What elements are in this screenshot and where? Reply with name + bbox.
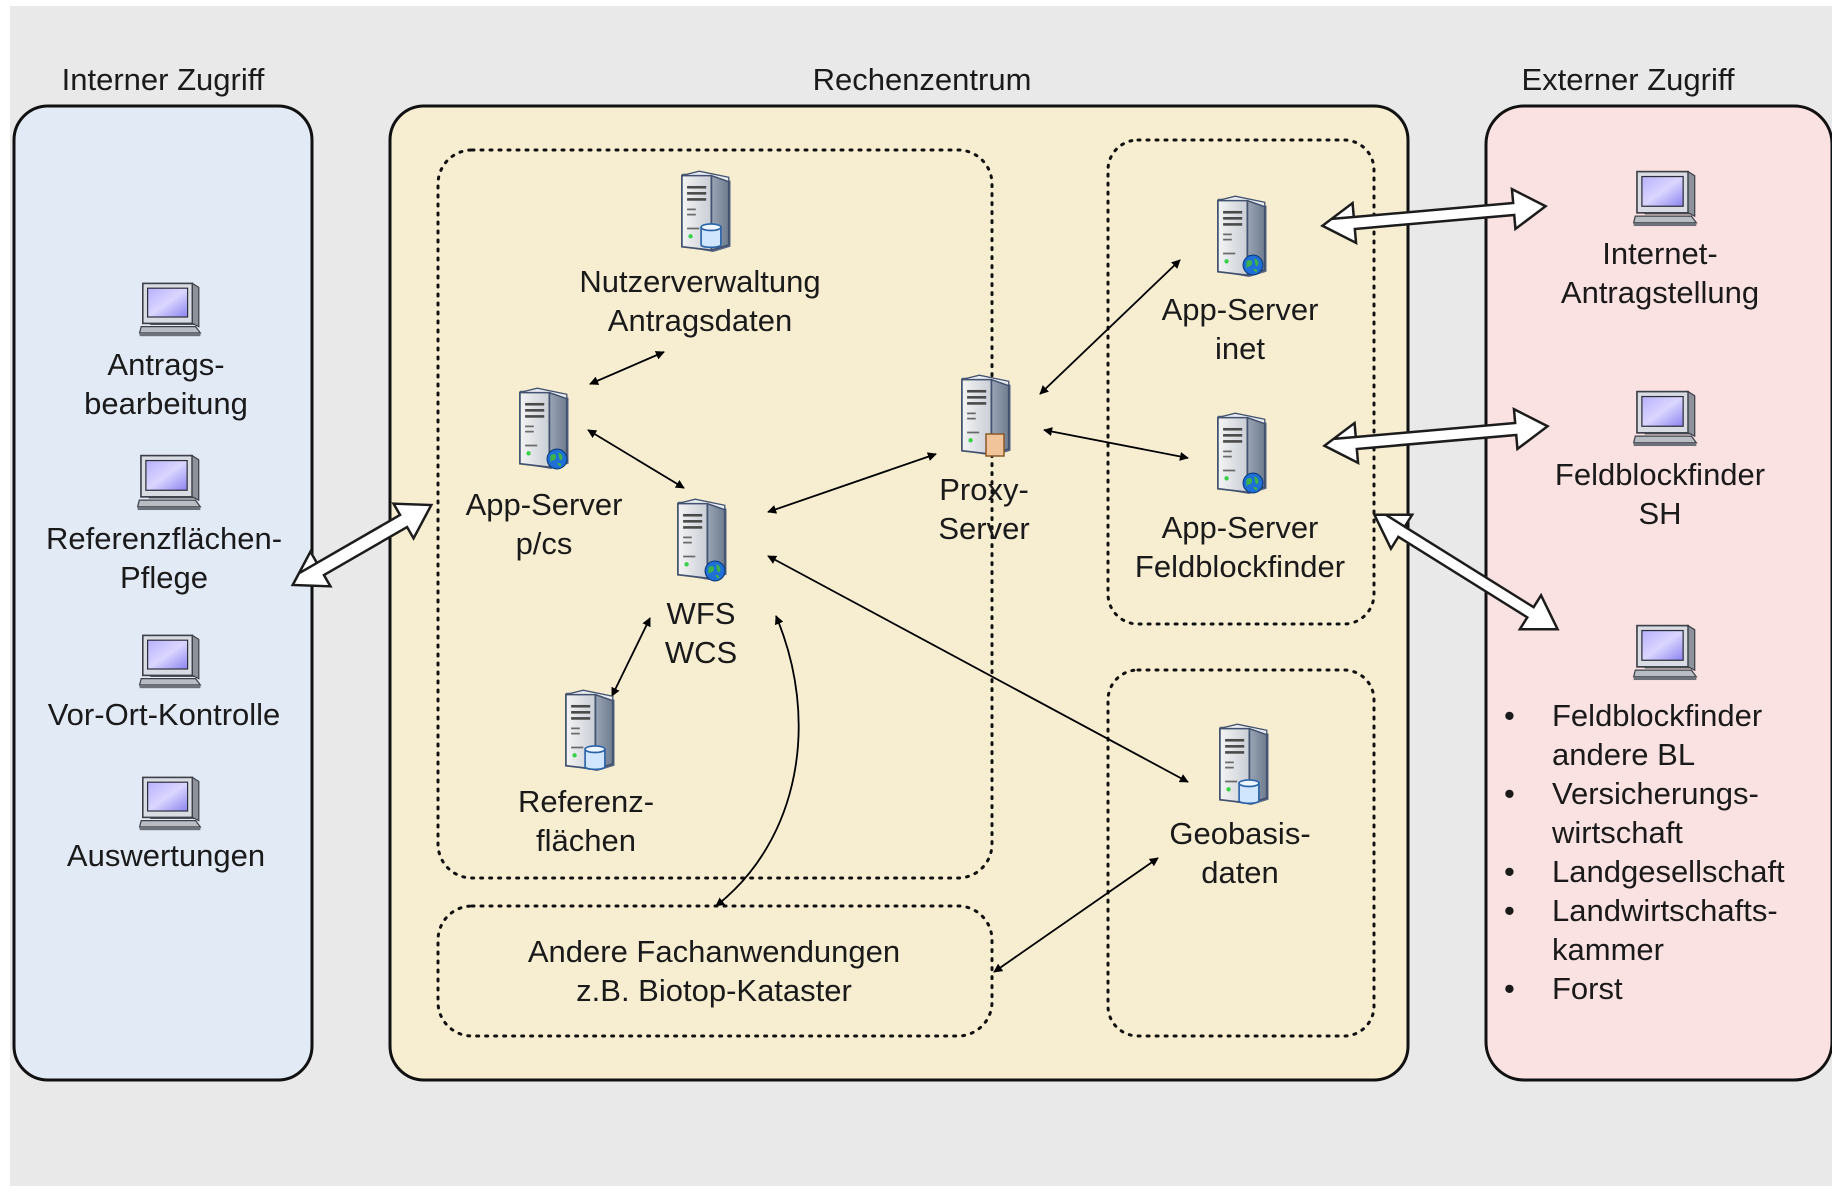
client-label-antragsbearbeitung: Antrags-bearbeitung xyxy=(84,347,248,421)
workstation-icon xyxy=(1632,624,1698,681)
web-server-icon xyxy=(1216,412,1268,495)
web-server-icon xyxy=(676,498,728,582)
workstation-icon xyxy=(138,776,202,832)
list-item: Landgesellschaft xyxy=(1500,852,1785,891)
link-wfs-fachanwendungen xyxy=(715,615,800,907)
node-label-geobasisdaten: Geobasis-daten xyxy=(1169,816,1311,890)
workstation-icon xyxy=(138,282,202,338)
link-wfs-referenzflaechen xyxy=(611,617,651,697)
list-item: Landwirtschafts-kammer xyxy=(1500,891,1785,969)
link-fachanwendungen-geobasisdaten xyxy=(993,857,1159,973)
thick-arrow-feldblockfinder-external xyxy=(1372,513,1560,631)
web-server-icon xyxy=(518,387,570,470)
group-geodata xyxy=(1106,668,1376,1038)
group-internal-services xyxy=(436,148,994,880)
thick-arrow-internal-center xyxy=(290,502,434,588)
node-label-referenzflaechen: Referenz-flächen xyxy=(517,784,655,858)
web-server-icon xyxy=(1216,195,1268,278)
link-proxy-inet xyxy=(1039,259,1181,395)
zone-internal-box xyxy=(12,104,314,1082)
zone-center-title: Rechenzentrum xyxy=(812,62,1032,97)
client-label-internet-antragstellung: Internet-Antragstellung xyxy=(1560,236,1760,310)
client-label-vor-ort-kontrolle: Vor-Ort-Kontrolle xyxy=(47,697,281,732)
link-wfs-geobasisdaten xyxy=(767,555,1189,783)
client-label-auswertungen: Auswertungen xyxy=(66,838,266,873)
link-appserver-wfs xyxy=(587,429,685,489)
list-item: Versicherungs-wirtschaft xyxy=(1500,774,1785,852)
zone-internal-title: Interner Zugriff xyxy=(61,62,265,97)
proxy-server-icon xyxy=(960,374,1012,457)
group-other-applications xyxy=(436,904,994,1038)
client-label-referenzflaechen-pflege: Referenzflächen-Pflege xyxy=(45,521,283,595)
database-server-icon xyxy=(681,170,732,253)
list-item: Forst xyxy=(1500,969,1785,1008)
workstation-icon xyxy=(138,634,202,690)
thick-arrow-feldblockfinder-sh xyxy=(1322,406,1550,466)
node-label-proxy-server: Proxy-Server xyxy=(938,472,1030,546)
workstation-icon xyxy=(1632,390,1698,447)
thick-arrow-inet-internet xyxy=(1320,186,1548,246)
workstation-icon xyxy=(136,454,202,511)
database-server-icon xyxy=(1218,723,1270,806)
link-nutzerverwaltung-appserver xyxy=(589,351,665,385)
database-server-icon xyxy=(564,689,616,772)
link-proxy-feldblockfinder xyxy=(1043,427,1189,461)
workstation-icon xyxy=(1632,170,1698,227)
link-wfs-proxy xyxy=(767,452,937,514)
zone-external-title: Externer Zugriff xyxy=(1521,62,1735,97)
